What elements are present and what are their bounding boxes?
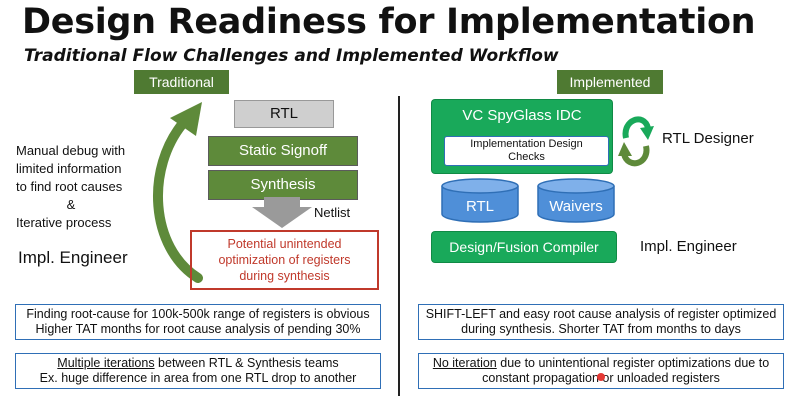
implementation-design-checks-box: Implementation Design Checks — [444, 136, 609, 166]
implemented-info-box-1: SHIFT-LEFT and easy root cause analysis … — [418, 304, 784, 340]
rtl-database-icon — [441, 178, 519, 223]
cycle-arrows-icon — [618, 116, 654, 167]
rtl-db-label: RTL — [465, 198, 495, 215]
implemented-tag: Implemented — [557, 70, 663, 94]
side-note-line: limited information — [16, 161, 122, 176]
emphasis-text: Multiple iterations — [57, 356, 155, 370]
tool-name: VC SpyGlass IDC — [462, 107, 582, 124]
waivers-database-icon — [537, 178, 615, 223]
section-divider — [398, 96, 400, 396]
info-line: Finding root-cause for 100k-500k range o… — [26, 307, 370, 321]
implemented-engineer-label: Impl. Engineer — [640, 238, 737, 255]
traditional-tag: Traditional — [134, 70, 229, 94]
side-note-line: & — [66, 197, 76, 212]
info-text: between RTL & Synthesis teams — [154, 356, 339, 370]
info-line: during synthesis. Shorter TAT from month… — [461, 322, 741, 336]
traditional-engineer-label: Impl. Engineer — [18, 248, 128, 267]
implemented-info-box-2: No iteration due to unintentional regist… — [418, 353, 784, 389]
info-line: SHIFT-LEFT and easy root cause analysis … — [425, 307, 777, 321]
info-text: due to unintentional register optimizati… — [496, 356, 770, 370]
checks-line: Implementation Design — [470, 138, 583, 150]
checks-line: Checks — [508, 151, 545, 163]
traditional-side-notes: Manual debug with limited information to… — [16, 142, 134, 232]
laser-pointer-dot — [597, 373, 605, 381]
side-note-line: Manual debug with — [16, 143, 126, 158]
flow-static-signoff-box: Static Signoff — [208, 136, 358, 166]
page-title: Design Readiness for Implementation — [22, 2, 756, 42]
flow-synthesis-box: Synthesis — [208, 170, 358, 200]
netlist-label: Netlist — [314, 205, 351, 220]
traditional-info-box-2: Multiple iterations between RTL & Synthe… — [15, 353, 381, 389]
warning-line: Potential unintended — [227, 237, 342, 251]
warning-line: optimization of registers — [218, 253, 351, 267]
design-fusion-compiler-box: Design/Fusion Compiler — [432, 232, 616, 262]
side-note-line: to find root causes — [16, 179, 123, 194]
waivers-db-label: Waivers — [549, 198, 603, 215]
iteration-curved-arrow-icon — [153, 102, 203, 283]
traditional-info-box-1: Finding root-cause for 100k-500k range o… — [15, 304, 381, 340]
page-subtitle: Traditional Flow Challenges and Implemen… — [24, 46, 559, 66]
info-line: Higher TAT months for root cause analysi… — [35, 322, 361, 336]
flow-rtl-box: RTL — [234, 100, 334, 128]
rtl-designer-label: RTL Designer — [662, 130, 754, 147]
emphasis-text: No iteration — [432, 356, 497, 370]
flow-down-arrow-icon — [252, 197, 312, 228]
side-note-line: Iterative process — [16, 215, 112, 230]
warning-line: during synthesis — [239, 269, 330, 283]
info-line: Ex. huge difference in area from one RTL… — [39, 371, 357, 385]
unintended-optimization-warning: Potential unintended optimization of reg… — [190, 230, 379, 290]
